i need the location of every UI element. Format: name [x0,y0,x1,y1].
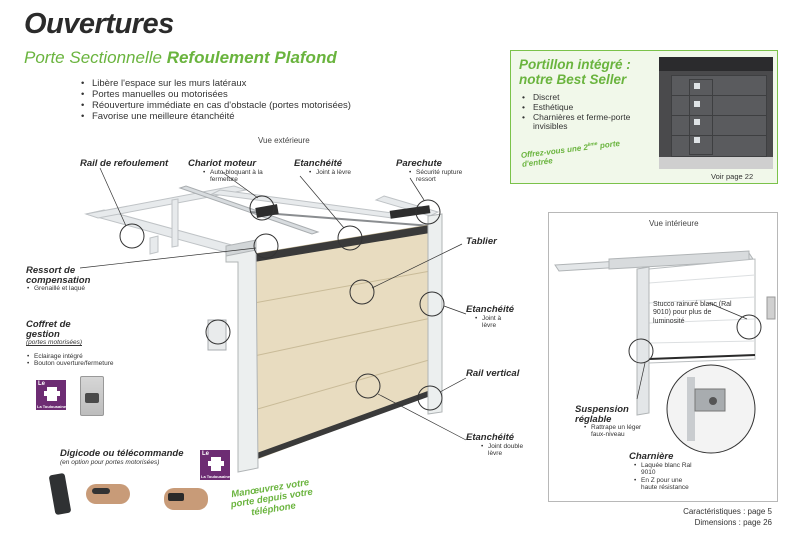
promo-list: Discret Esthétique Charnières et ferme-p… [521,92,653,133]
coffret-title-1: Coffret de [26,319,71,330]
parechute-list: Sécurité rupture ressort [408,169,468,184]
badge-name: La Toulousaine [37,404,67,409]
digicode-block: Digicode ou télécommande (en option pour… [60,448,184,467]
label-tablier: Tablier [466,236,497,247]
etancheite-bottom-title: Etanchéité [466,432,515,443]
chariot-list: Auto-bloquant à la fermeture [202,169,278,184]
charniere-title: Charnière [629,451,674,462]
etancheite-bottom-item: Joint double lèvre [480,443,530,458]
etancheite-top-item: Joint à lèvre [308,169,351,177]
label-charniere: Charnière Laquée blanc Ral 9010 En Z pou… [629,451,699,492]
charniere-list: Laquée blanc Ral 9010 En Z pour une haut… [633,462,699,492]
ressort-item: Grenaillé et laqué [26,285,90,293]
etancheite-top-list: Joint à lèvre [308,169,351,177]
subtitle-bold: Refoulement Plafond [166,48,337,67]
suspension-list: Rattrape un léger faux-niveau [583,424,643,439]
promo-item: Charnières et ferme-porte invisibles [521,112,653,133]
interior-caption: Vue intérieure [649,219,699,228]
parechute-title: Parechute [396,158,442,169]
label-etancheite-mid: Etanchéité Joint à lèvre [466,304,514,330]
label-suspension: Suspension réglable Rattrape un léger fa… [575,405,643,439]
interior-view-panel: Vue intérieure Stucco rainuré blanc (Ral… [548,212,778,502]
chariot-item: Auto-bloquant à la fermeture [202,169,278,184]
digicode-title: Digicode ou télécommande [60,448,184,459]
footer-caracteristiques: Caractéristiques : page 5 [683,507,772,516]
la-toulousaine-badge: Le La Toulousaine [36,380,66,410]
badge-name-2: La Toulousaine [201,474,231,479]
promo-see-page: Voir page 22 [711,172,754,181]
label-etancheite-top: Etanchéité Joint à lèvre [294,158,351,177]
ressort-title-2: compensation [26,274,91,286]
promo-title: Portillon intégré : notre Best Seller [519,57,631,87]
label-rail-refoulement: Rail de refoulement [80,158,169,169]
label-coffret: Coffret de gestion (portes motorisées) E… [26,320,114,368]
page-title: Ouvertures [24,8,174,40]
digicode-sub: (en option pour portes motorisées) [60,459,160,466]
suspension-title-2: réglable [575,413,612,425]
coffret-item: Bouton ouverture/fermeture [26,360,114,368]
charniere-item: En Z pour une haute résistance [633,477,699,492]
badge-le-2: Le [202,451,210,457]
offer-before: Offrez-vous une 2 [520,142,589,160]
ressort-title-1: Ressort de [26,265,76,276]
promo-box: Portillon intégré : notre Best Seller Di… [510,50,778,184]
coffret-list: Eclairage intégré Bouton ouverture/ferme… [26,353,114,368]
feature-item: Réouverture immédiate en cas d'obstacle … [80,100,351,112]
central-beam [178,185,320,235]
interior-door-illustration [554,250,776,454]
feature-list: Libère l'espace sur les murs latéraux Po… [80,78,351,123]
etancheite-mid-list: Joint à lèvre [474,315,510,330]
hand-phone-photo [164,488,208,510]
promo-item: Esthétique [521,102,653,113]
chariot-title: Chariot moteur [188,158,257,169]
ressort-list: Grenaillé et laqué [26,285,90,293]
subtitle-plain: Porte Sectionnelle [24,48,167,67]
label-rail-vertical: Rail vertical [466,368,520,379]
coffret-title-2: gestion [26,328,60,340]
feature-item: Favorise une meilleure étanchéité [80,111,351,123]
suspension-item: Rattrape un léger faux-niveau [583,424,643,439]
right-vertical-rail [427,213,443,415]
suspension-title-1: Suspension [575,404,629,415]
promo-title-1: Portillon intégré : [519,57,631,72]
label-chariot-moteur: Chariot moteur Auto-bloquant à la fermet… [188,158,278,184]
label-parechute: Parechute Sécurité rupture ressort [396,158,468,184]
coffret-item: Eclairage intégré [26,353,114,361]
control-box-photo [80,376,104,416]
hand-remote-photo [86,484,130,504]
parechute-item: Sécurité rupture ressort [408,169,468,184]
footer-dimensions: Dimensions : page 26 [694,518,772,527]
etancheite-mid-item: Joint à lèvre [474,315,510,330]
etancheite-bottom-list: Joint double lèvre [480,443,530,458]
motor-carriage [255,204,279,218]
feature-item: Libère l'espace sur les murs latéraux [80,78,351,90]
promo-offer: Offrez-vous une 2ème porte d'entrée [520,135,651,169]
stucco-note: Stucco rainuré blanc (Ral 9010) pour plu… [653,301,732,325]
badge-le: Le [38,381,46,387]
label-etancheite-bottom: Etanchéité Joint double lèvre [466,432,530,458]
etancheite-mid-title: Etanchéité [466,304,515,315]
la-toulousaine-badge-2: Le La Toulousaine [200,450,230,480]
control-box [207,319,227,351]
coffret-sub: (portes motorisées) [26,339,82,346]
garage-door-photo [659,57,773,169]
exterior-caption: Vue extérieure [258,136,310,145]
feature-item: Portes manuelles ou motorisées [80,89,351,101]
page-subtitle: Porte Sectionnelle Refoulement Plafond [24,48,337,68]
spring-shaft [389,205,431,219]
etancheite-top-title: Etanchéité [294,158,343,169]
label-ressort: Ressort de compensation Grenaillé et laq… [26,265,91,293]
promo-title-2: notre Best Seller [519,72,627,88]
left-vertical-rail [225,247,259,473]
promo-item: Discret [521,92,653,103]
charniere-item: Laquée blanc Ral 9010 [633,462,699,477]
